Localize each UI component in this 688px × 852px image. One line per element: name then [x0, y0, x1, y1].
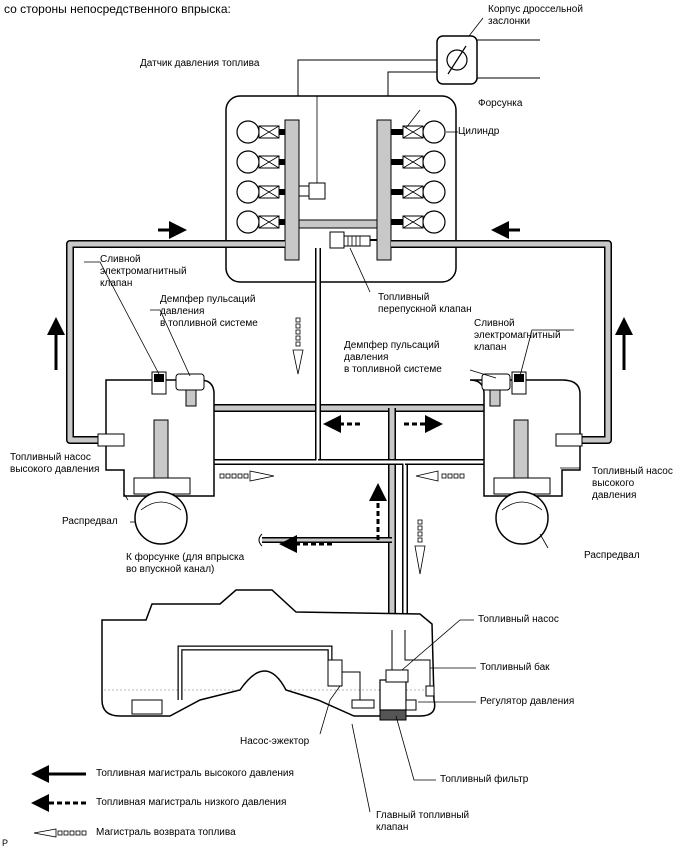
- flow-arrows: [47, 221, 633, 575]
- engine-block: [225, 95, 457, 283]
- label-drain-valve-left: Сливной электромагнитный клапан: [100, 254, 187, 289]
- legend-low-pressure: Топливная магистраль низкого давления: [96, 797, 287, 808]
- label-cylinder: Цилиндр: [458, 126, 500, 137]
- label-port-injector: К форсунке (для впрыска во впускной кана…: [126, 552, 245, 575]
- label-pulsation-damper-left: Демпфер пульсаций давления в топливной с…: [160, 294, 258, 329]
- legend-glyphs: [31, 765, 87, 838]
- left-bank-cylinders: [236, 120, 285, 234]
- label-hp-pump-left: Топливный насос высокого давления: [10, 452, 100, 475]
- footer-mark: P: [2, 838, 9, 848]
- label-injector: Форсунка: [478, 98, 523, 109]
- label-jet-pump: Насос-эжектор: [240, 736, 310, 747]
- label-fuel-pressure-sensor: Датчик давления топлива: [140, 58, 260, 69]
- legend-high-pressure: Топливная магистраль высокого давления: [96, 768, 294, 779]
- label-drain-valve-right: Сливной электромагнитный клапан: [474, 318, 561, 353]
- label-pressure-regulator: Регулятор давления: [480, 696, 575, 707]
- header-caption: со стороны непосредственного впрыска:: [4, 2, 231, 16]
- port-injector-stub: [258, 533, 263, 547]
- label-fuel-pump: Топливный насос: [478, 614, 559, 625]
- hp-pump-right: [469, 371, 583, 545]
- label-pulsation-damper-right: Демпфер пульсаций давления в топливной с…: [344, 340, 442, 375]
- return-legend-icon: [33, 828, 87, 838]
- legend-return: Магистраль возврата топлива: [96, 827, 236, 838]
- label-fuel-filter: Топливный фильтр: [440, 774, 529, 785]
- high-pressure-lines: [66, 240, 612, 444]
- label-fuel-tank: Топливный бак: [480, 662, 550, 673]
- label-camshaft-left: Распредвал: [62, 516, 118, 527]
- label-throttle-body: Корпус дроссельной заслонки: [488, 4, 583, 27]
- label-relief-valve: Топливный перепускной клапан: [378, 292, 472, 315]
- leader-lines: [84, 109, 580, 813]
- label-camshaft-right: Распредвал: [584, 550, 640, 561]
- hp-pump-left: [97, 371, 215, 545]
- label-main-valve: Главный топливный клапан: [376, 810, 470, 833]
- throttle-body: [297, 17, 540, 96]
- fuel-tank: [101, 589, 436, 721]
- label-hp-pump-right: Топливный насос высокого давления: [592, 466, 673, 501]
